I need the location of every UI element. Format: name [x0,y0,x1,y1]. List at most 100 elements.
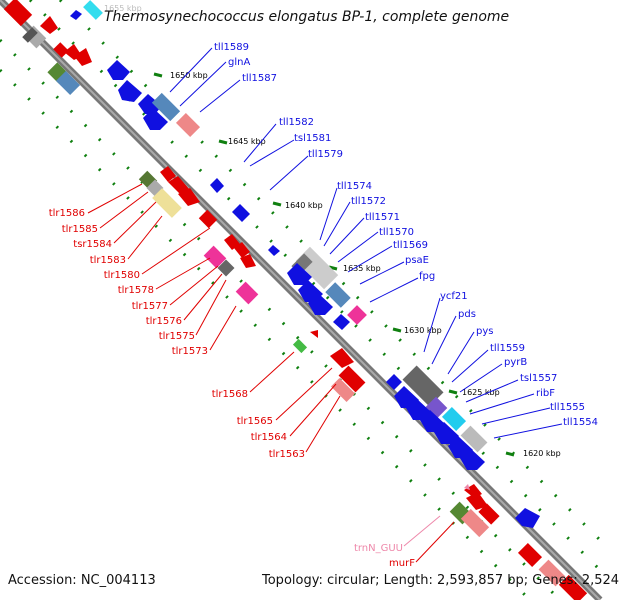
gene-label-reverse: tll1569 [393,240,428,251]
gene-label-forward: tlr1563 [269,449,305,460]
gene-label-forward: tlr1578 [118,285,154,296]
gene-block-forward [478,503,500,525]
gene-arrow-forward [464,484,470,490]
gene-block-faded [460,425,488,453]
leader-line [329,217,365,255]
tick-label: 1645 kbp [228,137,266,146]
tick-marks [89,7,515,457]
gene-arrow-reverse [107,60,130,80]
gene-label-reverse: tll1587 [242,73,277,84]
gene-label-reverse: tll1571 [365,212,400,223]
tick-mark [448,389,458,395]
gene-label-forward: tlr1577 [132,301,168,312]
gene-label-reverse: tll1582 [279,117,314,128]
gene-arrow-reverse [268,245,280,256]
gene-arrow-reverse [420,410,445,432]
gene-label-forward: trnN_GUU [354,543,403,554]
gene-arrow-reverse [386,374,402,390]
genome-title: Thermosynechococcus elongatus BP-1, comp… [104,9,510,25]
gene-arrow-reverse [434,422,459,444]
leader-line [209,305,237,351]
tick-mark [392,327,402,333]
gene-arrow-reverse [333,314,350,330]
gene-block-gray [217,259,235,277]
tick-label: 1630 kbp [404,326,442,335]
gene-label-reverse: tll1579 [308,149,343,160]
gene-arrow-reverse [287,263,312,285]
gene-label-forward: tsr1584 [73,239,112,250]
gene-label-reverse: ribF [536,388,555,399]
gene-block-faded-red [330,377,356,403]
gene-label-forward: tlr1576 [146,316,182,327]
gene-arrow-reverse [406,398,431,420]
tick-label: 1620 kbp [523,449,561,458]
gene-block-forward [198,209,218,229]
leader-line [469,393,535,415]
leader-line [127,215,163,260]
leader-line [195,279,227,336]
leader-line [403,515,441,547]
gene-arrow-reverse [210,178,224,193]
leader-line [359,261,405,285]
leader-line [323,201,351,247]
gene-block-forward [3,0,33,27]
gene-label-reverse: tll1572 [351,196,386,207]
gene-block-gray [22,27,38,43]
gene-arrow-forward [466,492,488,510]
tick-label: 1625 kbp [462,388,500,397]
gene-label-forward: tlr1586 [49,208,85,219]
leader-line [423,297,441,353]
gene-block-steel [55,70,81,96]
gene-label-reverse: glnA [228,57,250,68]
tick-mark [272,201,282,207]
gene-arrow-forward [74,48,92,66]
gene-block-steel [325,282,351,308]
topology-summary: Topology: circular; Length: 2,593,857 bp… [262,573,619,588]
leader-line [169,47,213,93]
gene-label-forward: tlr1583 [90,255,126,266]
leader-line [431,315,457,365]
gene-block-forward [53,42,69,58]
gene-block-yellow [152,188,182,218]
gene-label-forward: tlr1585 [62,224,98,235]
leader-line [243,123,277,163]
forward-label-leaders [87,183,455,563]
leader-line [347,245,393,273]
gene-label-reverse: tll1554 [563,417,598,428]
gene-label-reverse: tll1555 [550,402,585,413]
gene-label-reverse: pys [476,326,493,337]
gene-block-faded-red [175,112,201,138]
tick-label: 1650 kbp [170,71,208,80]
leader-line [249,139,295,167]
gene-arrow-forward [310,330,318,338]
gene-block-magenta [203,245,227,269]
gene-label-reverse: tll1589 [214,42,249,53]
gene-label-reverse: pds [458,309,476,320]
leader-line [369,277,419,303]
gene-arrow-reverse [515,508,540,528]
leader-line [465,379,519,403]
gene-block-gray [402,365,444,407]
gene-label-reverse: tll1559 [490,343,525,354]
gene-label-reverse: psaE [405,255,429,266]
leader-line [319,187,338,241]
gene-arrow-forward [168,176,190,194]
gene-label-forward: tlr1565 [237,416,273,427]
gene-arrow-forward [240,254,256,268]
leader-line [169,265,219,306]
gene-arrow-forward [234,242,250,258]
leader-line [183,273,223,321]
gene-arrow-reverse [460,448,485,470]
gene-block-forward [338,365,366,393]
leader-line [493,423,563,439]
leader-line [199,79,241,113]
gene-arrow-forward [330,348,354,368]
gene-arrow-forward [178,188,200,206]
reverse-label-leaders [169,47,563,439]
gene-label-forward: tlr1573 [172,346,208,357]
gene-label-reverse: tll1574 [337,181,372,192]
leader-line [305,395,341,453]
tick-mark [153,72,163,78]
gene-block-faded [83,0,103,20]
leader-line [289,383,337,437]
